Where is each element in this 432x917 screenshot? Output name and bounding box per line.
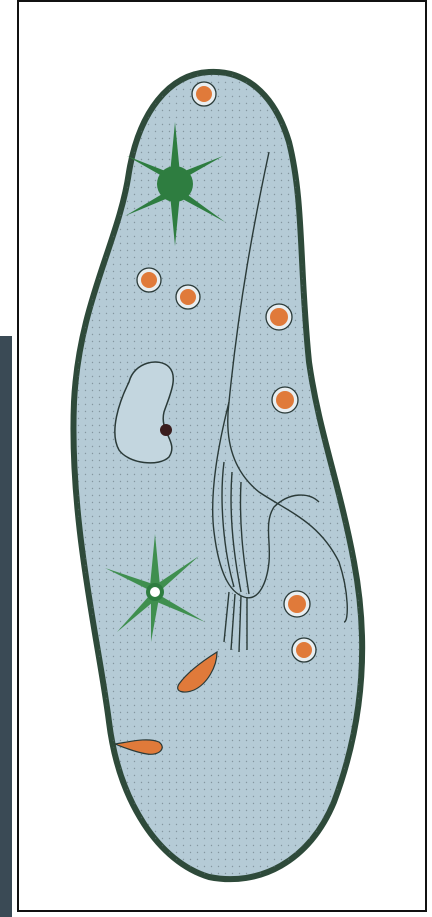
paramecium-figure xyxy=(19,2,429,914)
micronucleus-icon xyxy=(160,424,172,436)
cytoplasm-texture xyxy=(59,62,379,892)
figure-frame xyxy=(17,0,427,912)
left-edge-bar xyxy=(0,336,12,917)
